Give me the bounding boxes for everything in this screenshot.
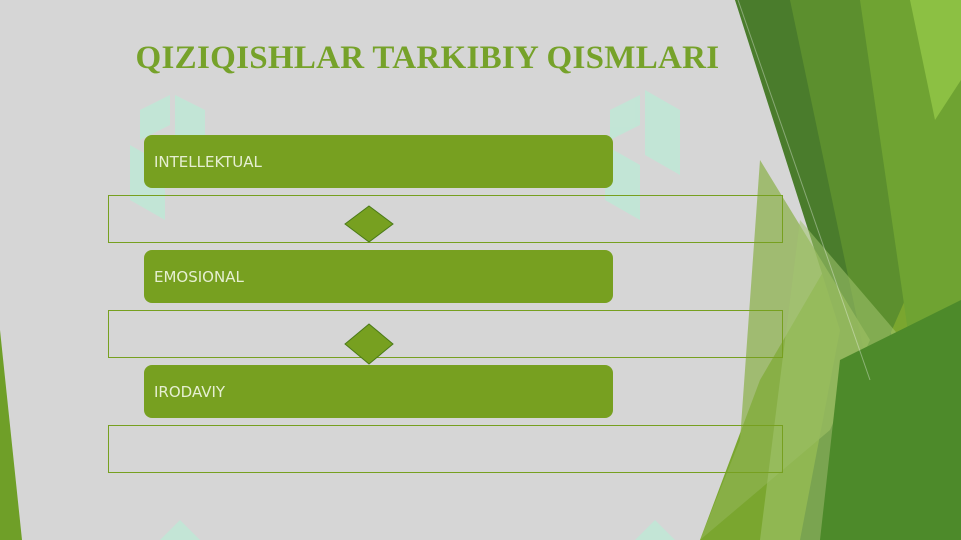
item-box-emosional: EMOSIONAL xyxy=(144,250,613,303)
soff-watermark-logo xyxy=(635,520,675,540)
slide-title: QIZIQISHLAR TARKIBIY QISMLARI xyxy=(135,40,720,76)
soff-watermark-logo xyxy=(605,90,680,220)
item-box-irodaviy: IRODAVIY xyxy=(144,365,613,418)
outline-panel xyxy=(108,310,783,358)
soff-watermark-logo xyxy=(160,520,200,540)
diamond-connector-icon xyxy=(344,323,394,365)
item-box-intellektual: INTELLEKTUAL xyxy=(144,135,613,188)
outline-panel xyxy=(108,425,783,473)
diamond-connector-icon xyxy=(344,205,394,243)
outline-panel xyxy=(108,195,783,243)
